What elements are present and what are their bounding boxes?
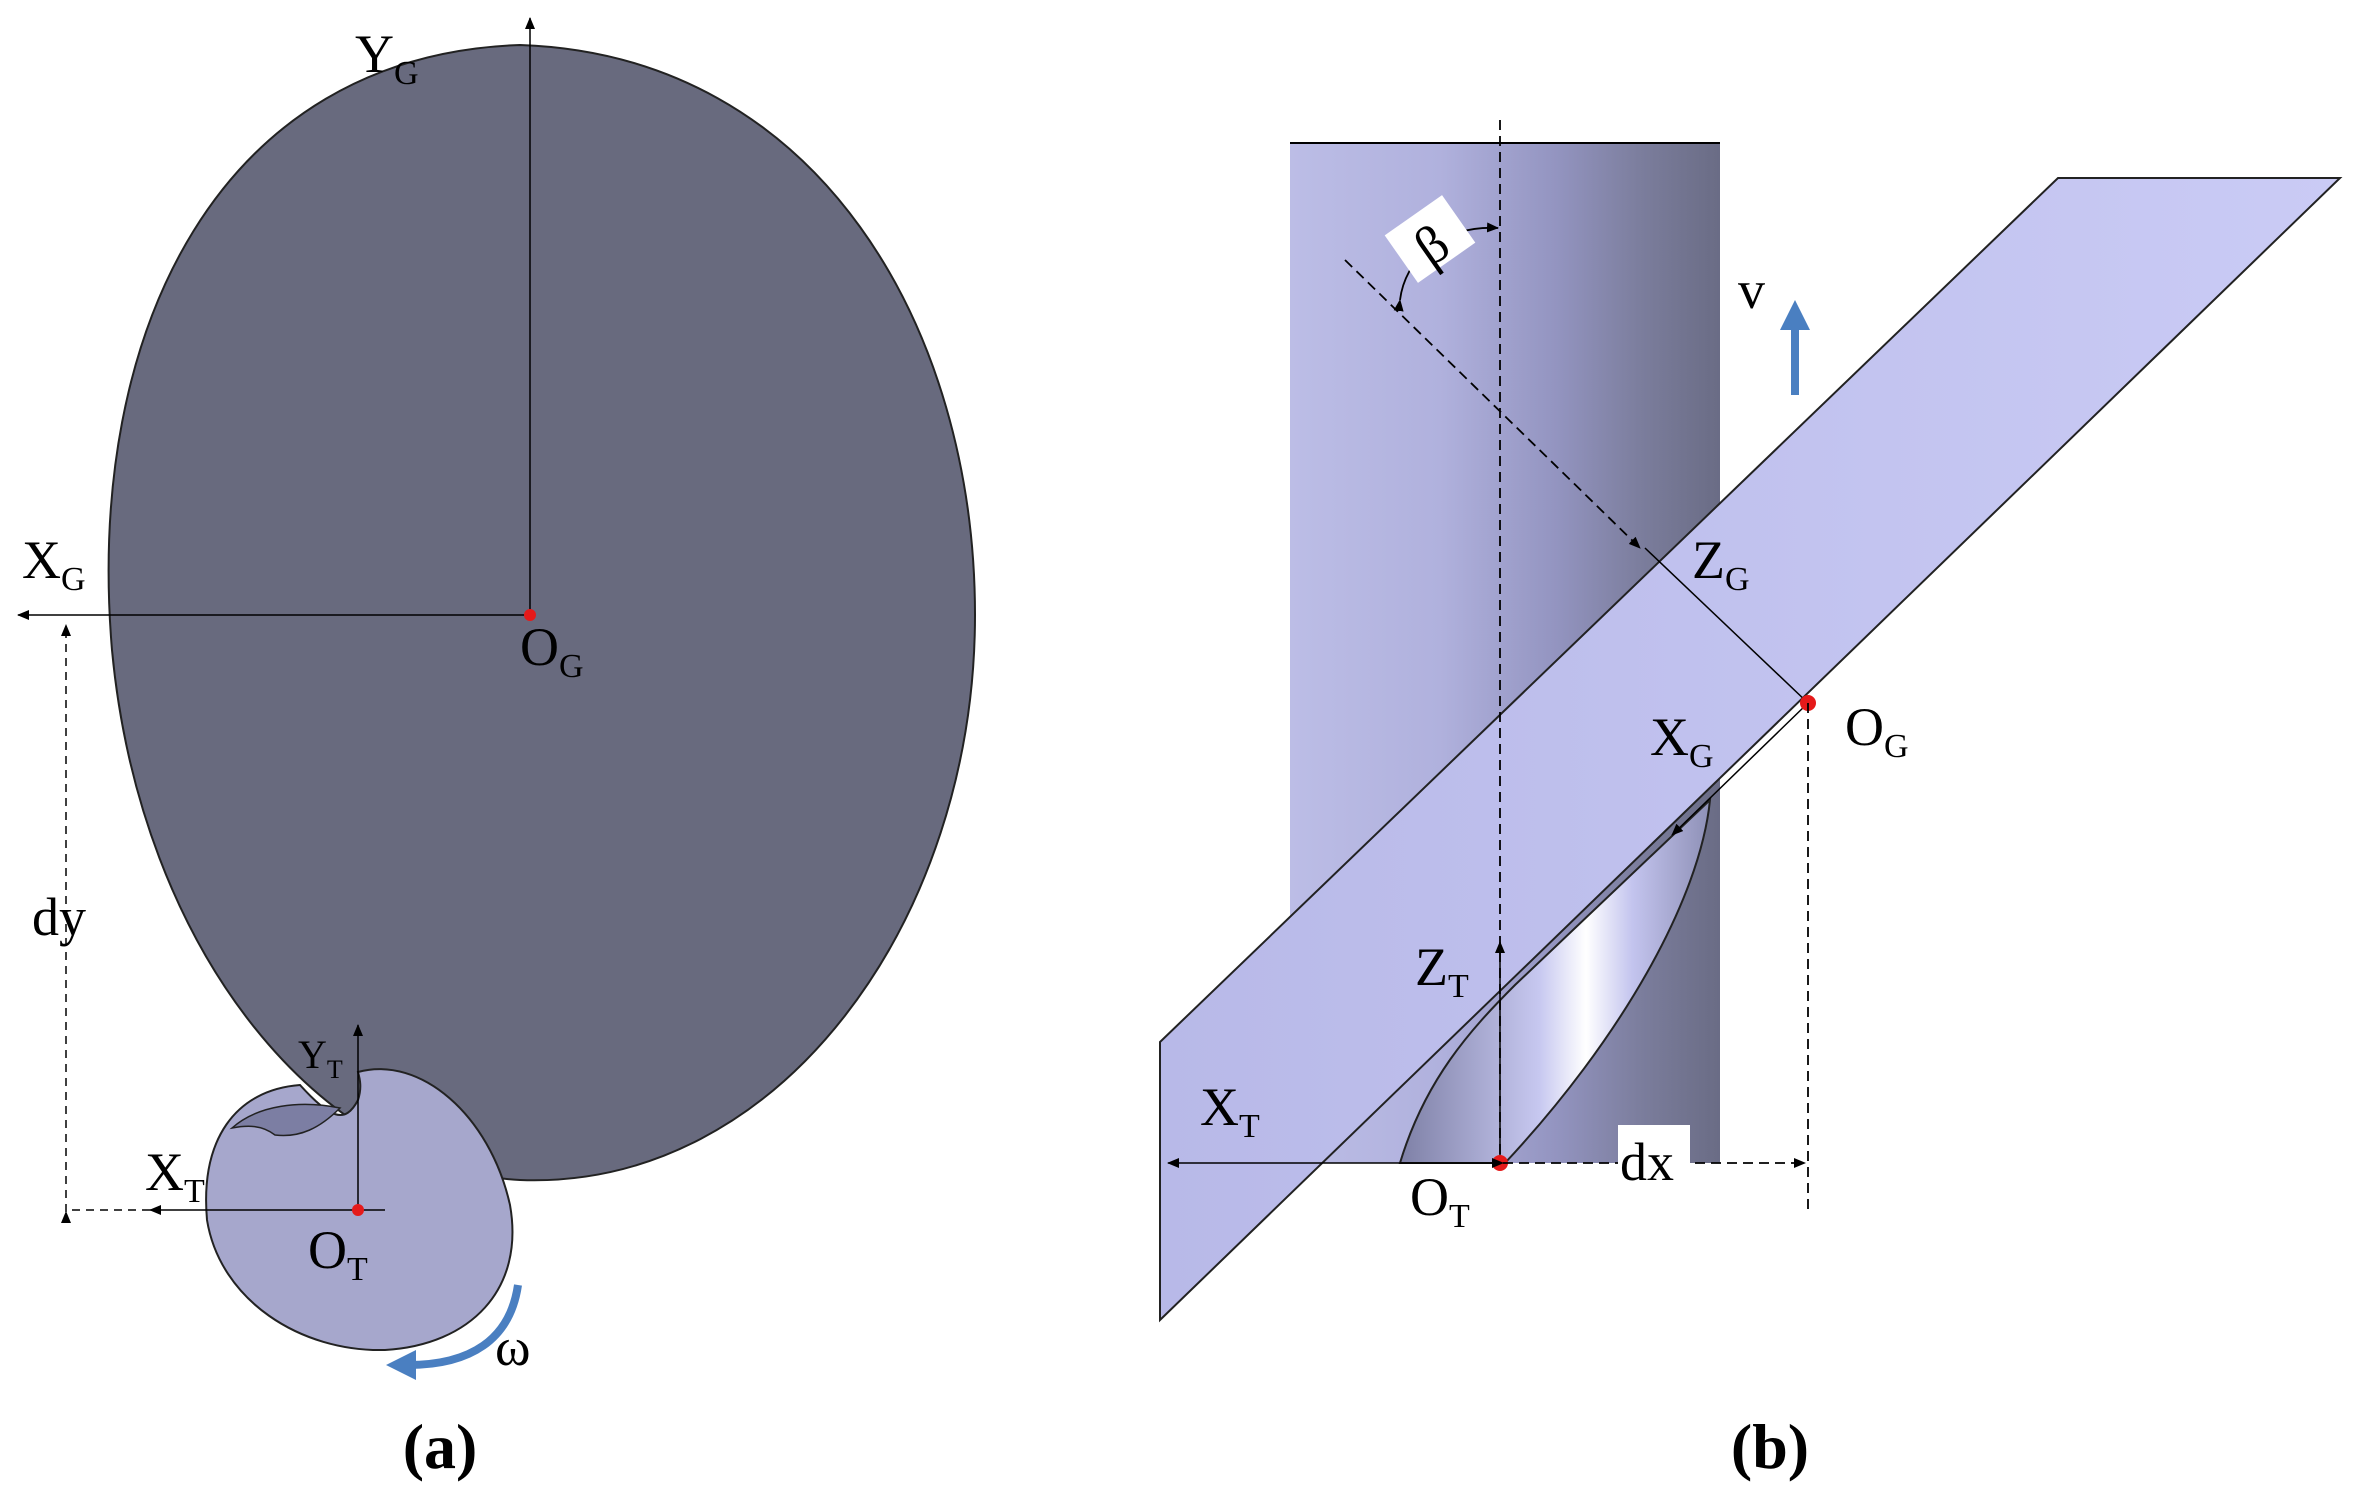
svg-text:XG: XG: [22, 530, 86, 598]
label-yg: Y: [355, 24, 394, 84]
label-zg-b: Z: [1692, 530, 1725, 590]
label-yg-sub: G: [394, 55, 419, 92]
label-zg-b-sub: G: [1725, 561, 1750, 598]
tool-band: [1159, 177, 2343, 1323]
label-ot: O: [308, 1220, 347, 1280]
label-dy: dy: [32, 887, 86, 947]
beta-label-box: [1384, 195, 1476, 283]
label-xg-b: X: [1650, 707, 1689, 767]
label-xt-b: X: [1200, 1077, 1239, 1137]
label-omega: ω: [495, 1317, 531, 1377]
label-ot-b: O: [1410, 1167, 1449, 1227]
gear-xg-axis: [1671, 702, 1809, 836]
svg-text:XT: XT: [145, 1142, 205, 1210]
omega-rotation-arrow: [386, 1284, 522, 1380]
panel-a: YG XG OG dy YT XT OT ω (a): [17, 17, 977, 1482]
svg-text:ZT: ZT: [1415, 937, 1469, 1005]
label-ot-sub: T: [347, 1251, 368, 1288]
caption-b: (b): [1731, 1411, 1809, 1482]
svg-text:XG: XG: [1650, 707, 1714, 775]
svg-text:OT: OT: [308, 1220, 368, 1288]
label-yt-sub: T: [327, 1055, 343, 1084]
label-zt-b-sub: T: [1448, 968, 1469, 1005]
gear-origin-dot: [524, 609, 536, 621]
label-ot-b-sub: T: [1449, 1198, 1470, 1235]
svg-text:XT: XT: [1200, 1077, 1260, 1145]
gear-blank-shape: [107, 43, 977, 1182]
label-og: O: [520, 617, 559, 677]
dx-label-box: [1618, 1125, 1690, 1187]
tool-origin-dot: [352, 1204, 364, 1216]
label-dx: dx: [1620, 1132, 1674, 1192]
svg-text:OT: OT: [1410, 1167, 1470, 1235]
svg-text:YT: YT: [298, 1032, 343, 1084]
label-xg-b-sub: G: [1689, 738, 1714, 775]
svg-text:OG: OG: [1845, 697, 1909, 765]
label-zt-b: Z: [1415, 937, 1448, 997]
gear-zg-axis: [1644, 547, 1809, 704]
label-xg-sub: G: [61, 561, 86, 598]
label-xg: X: [22, 530, 61, 590]
label-og-b-sub: G: [1884, 728, 1909, 765]
svg-text:ZG: ZG: [1692, 530, 1750, 598]
label-xt: X: [145, 1142, 184, 1202]
label-v: v: [1738, 260, 1765, 320]
label-og-b: O: [1845, 697, 1884, 757]
panel-b: β v ZG OG XG ZT XT OT dx (b): [1159, 120, 2343, 1482]
svg-text:YG: YG: [355, 24, 419, 92]
label-og-sub: G: [559, 648, 584, 685]
label-yt: Y: [298, 1032, 327, 1077]
tool-notch-detail: [229, 1103, 342, 1137]
svg-text:OG: OG: [520, 617, 584, 685]
label-xt-b-sub: T: [1239, 1108, 1260, 1145]
tooth-slot: [1398, 797, 1712, 1164]
caption-a: (a): [403, 1411, 478, 1482]
label-xt-sub: T: [184, 1173, 205, 1210]
